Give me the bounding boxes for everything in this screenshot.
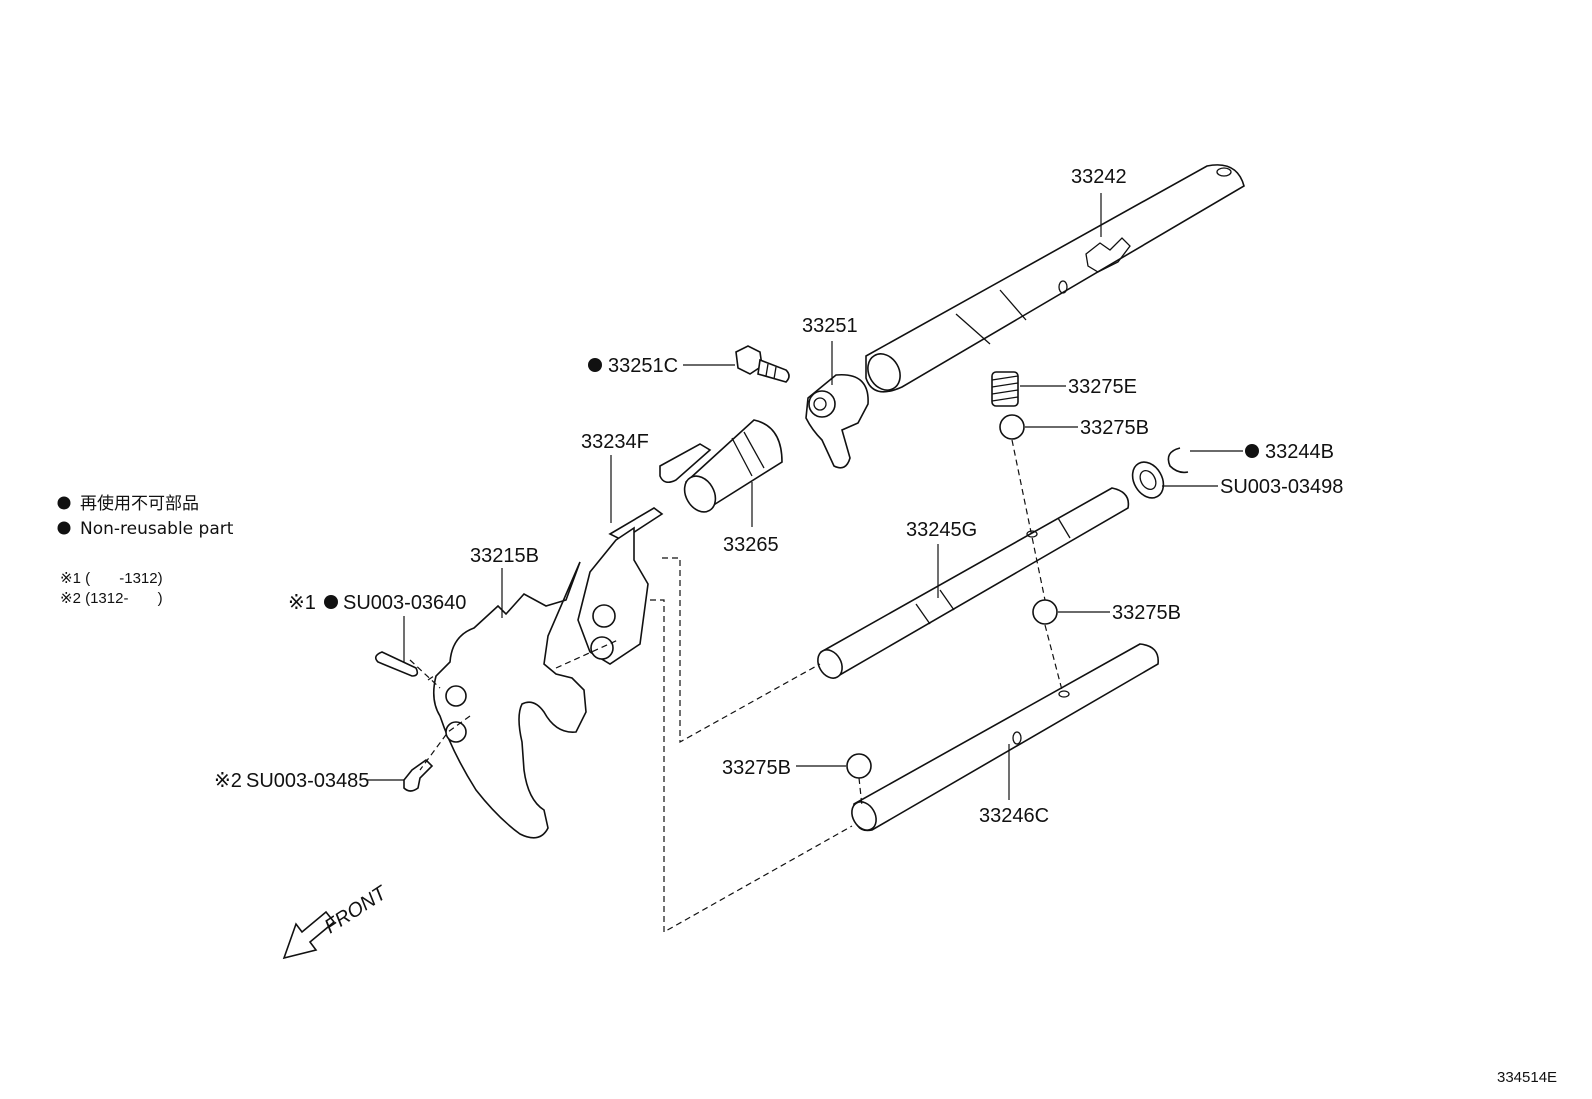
non-reusable-dot-icon (588, 358, 602, 372)
legend-jp-text: 再使用不可部品 (80, 493, 199, 514)
part-33246C-rod (851, 643, 1159, 832)
label-SU003-03485-prefix: ※2 (214, 770, 242, 792)
label-33251C: 33251C (608, 355, 678, 377)
label-33275B-mid: 33275B (1112, 602, 1181, 624)
part-SU003-03485-screw (366, 758, 434, 792)
part-33275B-ball-top (999, 414, 1078, 440)
front-label: FRONT (321, 881, 392, 938)
part-33265-sleeve (683, 419, 783, 527)
label-33275B-low: 33275B (722, 757, 791, 779)
non-reusable-dot-icon (324, 595, 338, 609)
non-reusable-dot-icon (57, 496, 71, 510)
label-33246C: 33246C (979, 805, 1049, 827)
label-SU003-03640: SU003-03640 (343, 592, 466, 614)
front-arrow-icon (282, 910, 336, 960)
part-33251C-bolt (683, 345, 790, 383)
part-33215B-fork (432, 526, 649, 839)
label-SU003-03485: SU003-03485 (246, 770, 369, 792)
non-reusable-dot-icon (57, 521, 71, 535)
part-33245G-rod (817, 487, 1130, 679)
label-33245G: 33245G (906, 519, 977, 541)
part-33244B-snap-ring (1167, 447, 1243, 474)
part-33242-rod (865, 164, 1245, 393)
assembly-dashed-lines (409, 439, 1063, 934)
label-33251: 33251 (802, 315, 858, 337)
label-33242: 33242 (1071, 166, 1127, 188)
label-33244B: 33244B (1265, 441, 1334, 463)
part-33234F-bracket (608, 443, 712, 541)
label-33275B-top: 33275B (1080, 417, 1149, 439)
part-33251-head (805, 341, 869, 469)
label-33215B: 33215B (470, 545, 539, 567)
label-33265: 33265 (723, 534, 779, 556)
legend-note-1: ※1 ( -1312) (60, 570, 163, 587)
label-33275E: 33275E (1068, 376, 1137, 398)
part-33275B-ball-low (796, 753, 872, 779)
part-33275B-ball-mid (1032, 599, 1110, 625)
label-SU003-03640-prefix: ※1 (288, 592, 316, 614)
legend-en-text: Non-reusable part (80, 519, 234, 539)
legend-note-2: ※2 (1312- ) (60, 590, 163, 607)
part-SU003-03640-pin (374, 616, 419, 677)
part-SU003-03498-washer (1131, 461, 1218, 499)
legend: 再使用不可部品 Non-reusable part ※1 ( -1312) ※2… (57, 493, 234, 607)
diagram-code: 334514E (1497, 1069, 1557, 1086)
label-33234F: 33234F (581, 431, 649, 453)
part-33275E-spring (991, 371, 1066, 407)
non-reusable-dot-icon (1245, 444, 1259, 458)
label-SU003-03498: SU003-03498 (1220, 476, 1343, 498)
